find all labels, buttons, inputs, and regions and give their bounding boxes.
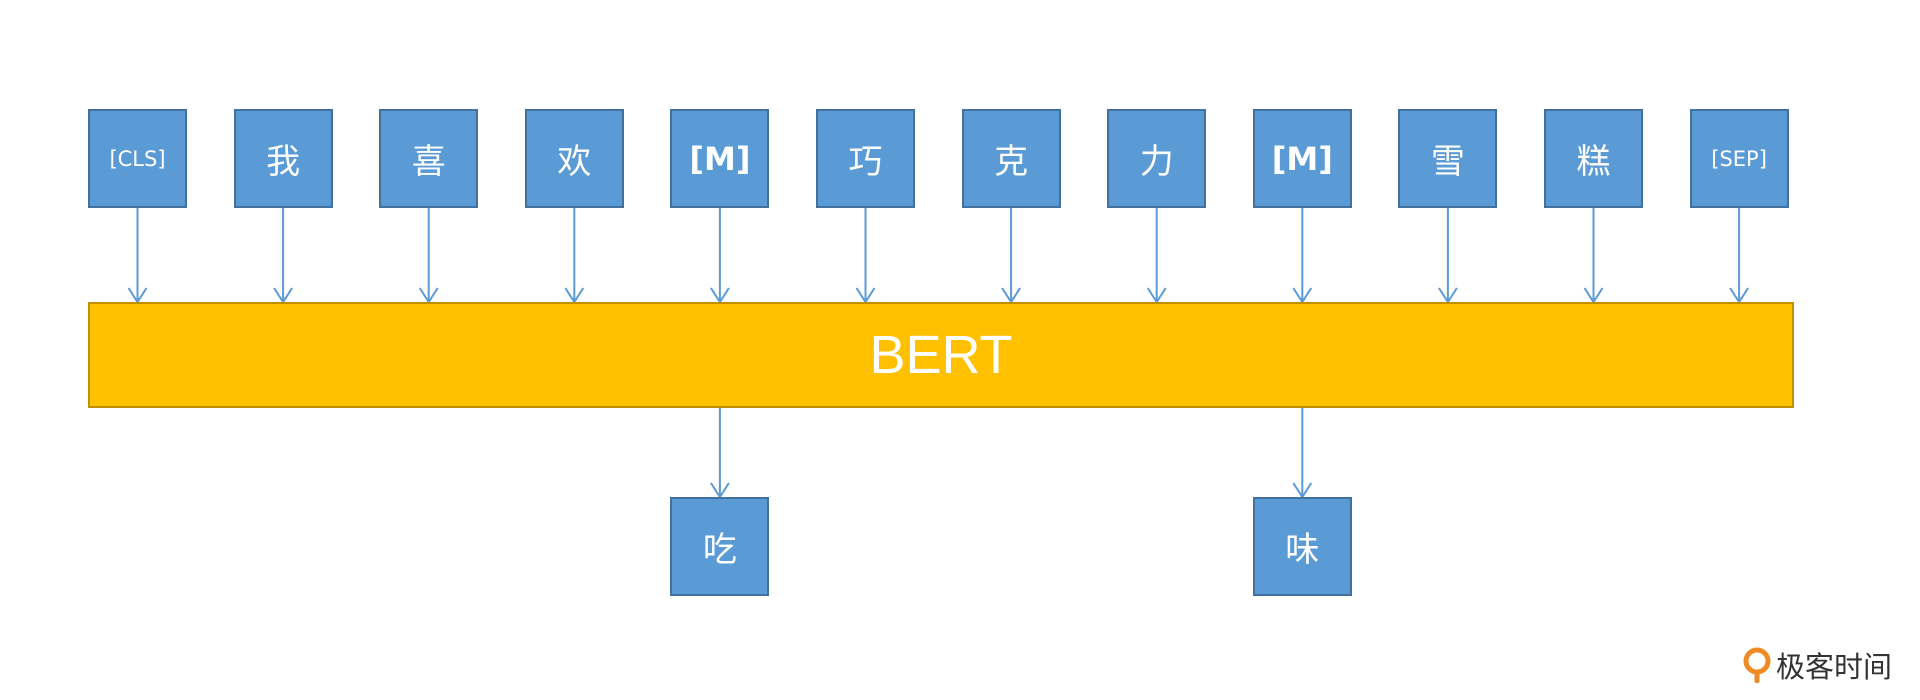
input-arrow <box>855 208 876 304</box>
input-token-box: 喜 <box>379 109 479 208</box>
input-arrow <box>1729 208 1749 304</box>
input-token-box: 糕 <box>1544 109 1643 208</box>
geektime-logo-icon <box>1743 647 1771 683</box>
input-arrow <box>710 208 730 304</box>
input-arrow <box>273 208 293 304</box>
input-arrow <box>127 208 148 304</box>
input-arrow <box>1583 208 1604 304</box>
output-arrow <box>1292 408 1313 499</box>
input-arrow <box>418 208 439 304</box>
input-token-box: [CLS] <box>88 109 187 208</box>
input-token-box: 克 <box>961 109 1061 208</box>
bert-model-block: BERT <box>88 302 1794 408</box>
geektime-logo-text: 极客时间 <box>1776 650 1893 684</box>
input-arrow <box>564 208 585 304</box>
geektime-logo: 极客时间 <box>1742 644 1892 686</box>
input-token-box: 巧 <box>816 109 915 208</box>
input-token-box: 欢 <box>524 109 624 208</box>
bert-label: BERT <box>869 325 1013 385</box>
input-token-box: [SEP] <box>1689 109 1789 208</box>
prediction-box: 味 <box>1252 497 1352 596</box>
input-arrow <box>1292 208 1313 304</box>
input-token-box: 力 <box>1107 109 1207 208</box>
input-token-box: [M] <box>670 109 770 208</box>
input-token-box: 我 <box>233 109 333 208</box>
output-arrow <box>710 408 730 499</box>
input-token-box: 雪 <box>1398 109 1498 208</box>
prediction-box: 吃 <box>670 497 770 596</box>
input-arrow <box>1001 208 1021 304</box>
input-arrow <box>1438 208 1458 304</box>
input-token-box: [M] <box>1252 109 1352 208</box>
input-arrow <box>1146 208 1167 304</box>
